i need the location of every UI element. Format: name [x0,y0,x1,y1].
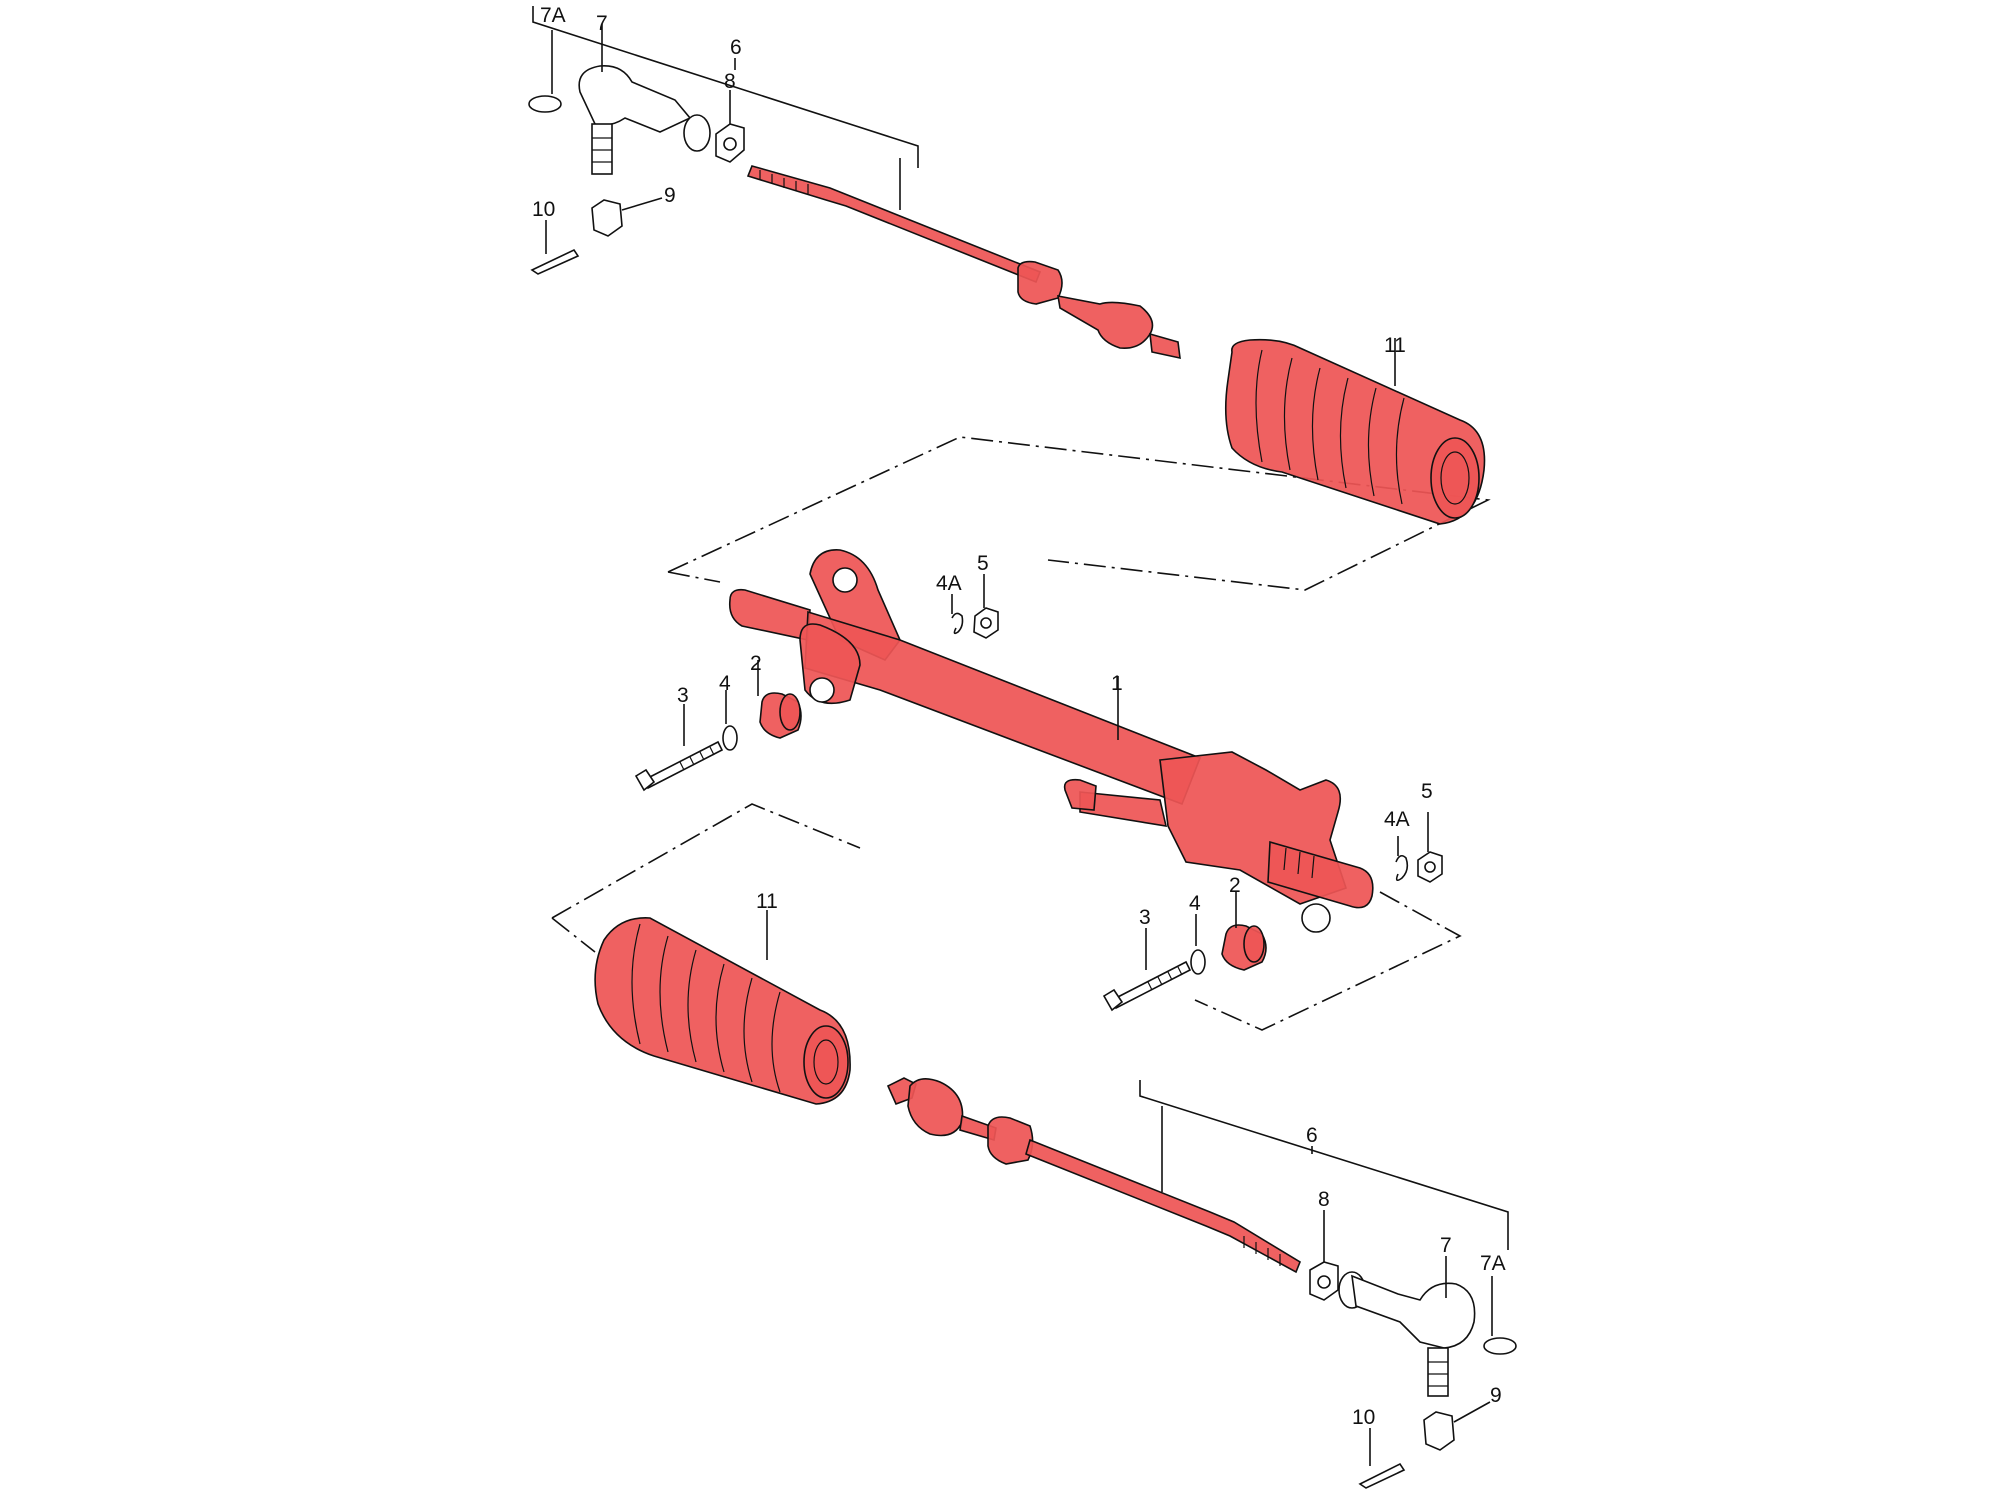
label-5-lower: 5 [1421,780,1433,803]
part-6-tie-rod-upper [746,165,1181,360]
part-4a-clip-lower [1395,836,1409,882]
part-5-nut-upper [973,574,999,639]
part-7-tie-rod-end-upper [578,24,711,175]
label-7-lower: 7 [1440,1234,1452,1257]
label-6-lower: 6 [1306,1124,1318,1147]
label-11-lower: 11 [756,890,778,913]
part-5-nut-lower [1417,812,1443,883]
label-10-lower: 10 [1352,1406,1375,1429]
label-5-upper: 5 [977,552,989,575]
part-6-bracket-lower [1139,1080,1509,1250]
label-8-upper: 8 [724,70,736,93]
assembly-outline-upper [667,436,1491,591]
part-8-nut-lower [1309,1210,1339,1301]
part-11-boot-lower [594,910,851,1105]
label-2-left: 2 [750,652,762,675]
part-7a-retaining-ring-lower [1483,1276,1517,1355]
assembly-outline-lower [551,803,1462,1031]
label-7a-lower: 7A [1480,1252,1506,1275]
label-6-upper: 6 [730,36,742,59]
part-11-boot-upper [1224,338,1486,525]
part-7-tie-rod-end-lower [1338,1256,1476,1397]
label-4-right: 4 [1189,892,1201,915]
part-3-bolt-right [1102,928,1192,1012]
label-10-upper: 10 [532,198,555,221]
part-4a-clip-upper [951,594,964,635]
part-9-castle-nut-lower [1423,1401,1491,1451]
label-3-left: 3 [677,684,689,707]
label-4a-upper: 4A [936,572,962,595]
part-1-steering-rack-housing [728,549,1374,933]
part-2-bushing-right [1221,892,1267,971]
part-7a-retaining-ring-upper [528,30,562,113]
part-6-bracket-upper [532,6,919,210]
label-8-lower: 8 [1318,1188,1330,1211]
part-8-nut-upper [715,90,745,163]
label-9-upper: 9 [664,184,676,207]
label-2-right: 2 [1229,874,1241,897]
label-4a-lower: 4A [1384,808,1410,831]
label-11-upper: 11 [1384,334,1406,357]
part-4-washer-left [722,690,738,751]
label-4-left: 4 [719,672,731,695]
label-7a-upper: 7A [540,4,566,27]
label-1: 1 [1111,672,1123,695]
label-9-lower: 9 [1490,1384,1502,1407]
part-3-bolt-left [634,704,724,792]
part-10-cotter-pin-lower [1358,1428,1406,1489]
part-6-tie-rod-lower [886,1077,1301,1274]
label-7-upper: 7 [596,12,608,35]
part-10-cotter-pin-upper [530,220,580,275]
part-4-washer-right [1190,914,1206,975]
part-9-castle-nut-upper [591,197,663,237]
label-3-right: 3 [1139,906,1151,929]
part-2-bushing-left [757,660,802,739]
